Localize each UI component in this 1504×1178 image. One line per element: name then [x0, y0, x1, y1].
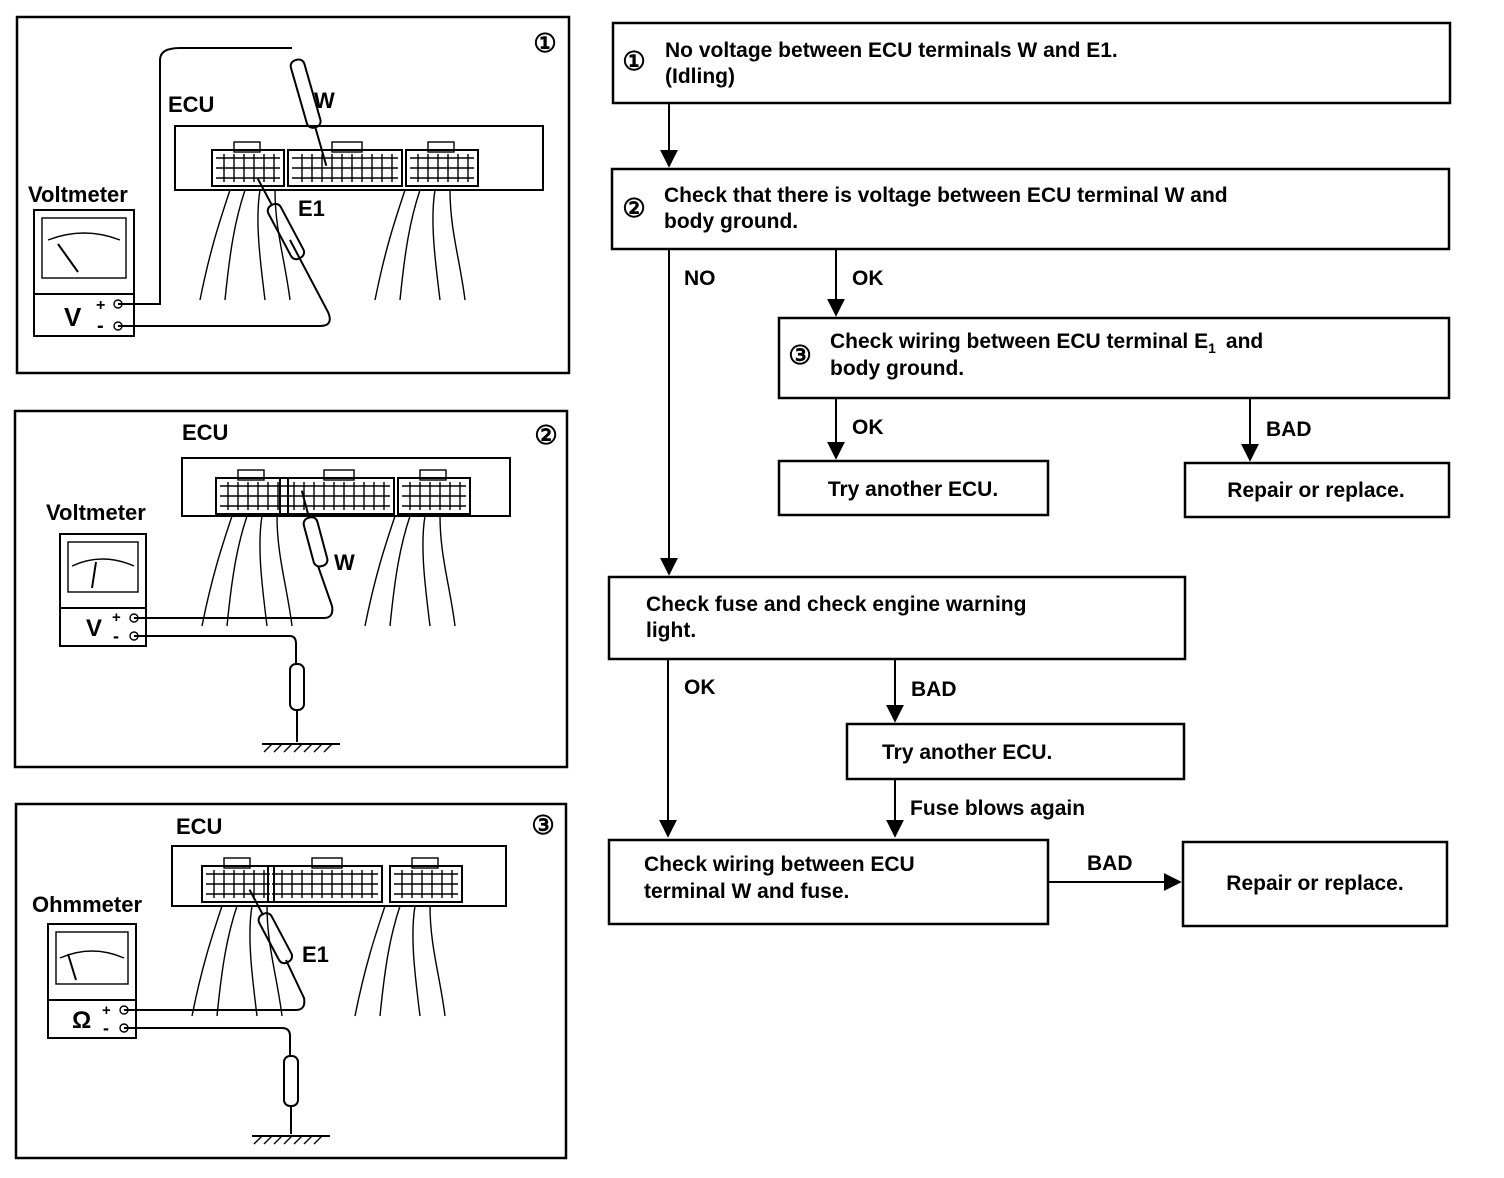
panel-3-number: ③	[531, 810, 554, 840]
panel-3-meter-symbol: Ω	[72, 1007, 91, 1034]
panel-2-plus-terminal	[129, 613, 139, 623]
flow-repair-2-text: Repair or replace.	[1226, 872, 1403, 895]
flow-step-1-line2: (Idling)	[665, 65, 735, 88]
flow-fuse-check-line2: light.	[646, 619, 696, 642]
flow-try-ecu-1: Try another ECU.	[777, 459, 1050, 517]
flow-wiring-check-line2: terminal W and fuse.	[644, 880, 849, 903]
panel-2-lead-minus	[134, 635, 297, 664]
panel-3-ohmmeter: Ω + -	[47, 923, 137, 1039]
panel-1-probe-e1	[256, 178, 306, 261]
flow-step-3-subscript: 1	[1208, 340, 1216, 356]
panel-1-probe-e1-label: E1	[298, 196, 325, 221]
panel-1-lead-minus	[118, 239, 331, 327]
panel-2-lead-plus	[134, 565, 334, 619]
panel-3-ohmmeter-e1-ground: ③ ECU E1 Ohmmeter Ω + -	[14, 802, 568, 1160]
panel-3-frame	[14, 802, 568, 1160]
flow-try-ecu-1-text: Try another ECU.	[828, 478, 998, 501]
panel-1-minus-sign: -	[97, 315, 104, 337]
flow-repair-2: Repair or replace.	[1181, 840, 1449, 928]
panel-1-ecu-unit	[174, 125, 544, 191]
panel-2-ground-probe	[262, 663, 340, 753]
flow-step-3-line1: Check wiring between ECU terminal E1 and	[830, 330, 1263, 356]
flow-step-2-line1: Check that there is voltage between ECU …	[664, 184, 1228, 207]
flow-wiring-check: Check wiring between ECU terminal W and …	[607, 838, 1050, 926]
label-bad-c: BAD	[1087, 852, 1133, 875]
flow-step-3-number: ③	[788, 340, 811, 370]
panel-2-voltmeter-w-ground: ② ECU W Voltmeter V + -	[13, 409, 569, 769]
panel-3-plus-terminal	[119, 1005, 129, 1015]
flow-try-ecu-2-text: Try another ECU.	[882, 741, 1052, 764]
flow-fuse-check-line1: Check fuse and check engine warning	[646, 593, 1026, 616]
flow-step-3: ③ Check wiring between ECU terminal E1 an…	[777, 316, 1451, 400]
flow-repair-1: Repair or replace.	[1183, 461, 1451, 519]
label-bad-a: BAD	[1266, 418, 1312, 441]
panel-3-minus-terminal	[119, 1023, 129, 1033]
panel-3-lead-plus	[124, 959, 306, 1011]
panel-1-meter-symbol: V	[64, 302, 82, 332]
panel-3-probe-e1-label: E1	[302, 942, 329, 967]
flow-step-3-line2: body ground.	[830, 357, 964, 380]
panel-2-minus-sign: -	[113, 626, 119, 646]
flowchart: ① No voltage between ECU terminals W and…	[607, 21, 1452, 928]
flow-step-2-line2: body ground.	[664, 210, 798, 233]
label-ok-c: OK	[684, 676, 716, 699]
panel-1-voltmeter: V + -	[33, 209, 135, 337]
panel-2-meter-label: Voltmeter	[46, 500, 146, 525]
panel-3-probe-e1	[248, 889, 294, 965]
flow-step-1-line1: No voltage between ECU terminals W and E…	[665, 39, 1118, 62]
label-fuse-blows: Fuse blows again	[910, 797, 1085, 820]
panel-1-lead-plus	[118, 47, 292, 305]
panel-3-meter-label: Ohmmeter	[32, 892, 142, 917]
flow-step-1-number: ①	[622, 46, 645, 76]
label-bad-b: BAD	[911, 678, 957, 701]
flow-repair-1-text: Repair or replace.	[1227, 479, 1404, 502]
panel-2-probe-w	[300, 490, 329, 568]
panel-3-lead-minus	[124, 1027, 291, 1056]
panel-2-plus-sign: +	[112, 609, 121, 626]
panel-1-minus-terminal	[113, 321, 123, 331]
panel-1-probe-w	[289, 58, 328, 167]
panel-3-ecu-unit	[171, 845, 507, 907]
flow-step-3-text: Check wiring between ECU terminal E	[830, 330, 1208, 353]
panel-1-plus-sign: +	[96, 297, 105, 314]
label-ok-a: OK	[852, 267, 884, 290]
flow-wiring-check-line1: Check wiring between ECU	[644, 853, 915, 876]
flow-step-2-number: ②	[622, 193, 645, 223]
panel-1-plus-terminal	[113, 299, 123, 309]
panel-2-ecu-unit	[181, 457, 511, 517]
panel-1-meter-label: Voltmeter	[28, 182, 128, 207]
panel-1-number: ①	[533, 28, 556, 58]
panel-2-number: ②	[534, 420, 557, 450]
panel-2-meter-symbol: V	[86, 615, 102, 642]
flow-step-3-and: and	[1226, 330, 1263, 353]
panel-1-voltmeter-w-e1: ① ECU W E1 Voltmeter V +	[15, 15, 571, 375]
panel-3-minus-sign: -	[103, 1018, 109, 1038]
panel-3-plus-sign: +	[102, 1002, 111, 1019]
panel-3-ecu-label: ECU	[176, 814, 222, 839]
panel-2-voltmeter: V + -	[59, 533, 147, 647]
panel-2-probe-w-label: W	[334, 550, 355, 575]
panel-1-probe-w-label: W	[314, 88, 335, 113]
label-ok-b: OK	[852, 416, 884, 439]
panel-2-minus-terminal	[129, 631, 139, 641]
label-no: NO	[684, 267, 716, 290]
flow-step-1: ① No voltage between ECU terminals W and…	[611, 21, 1452, 105]
panel-2-ecu-label: ECU	[182, 420, 228, 445]
flow-fuse-check: Check fuse and check engine warning ligh…	[607, 575, 1187, 661]
panel-1-ecu-label: ECU	[168, 92, 214, 117]
panel-3-ground-probe	[252, 1055, 330, 1145]
panel-2-frame	[13, 409, 569, 769]
flow-try-ecu-2: Try another ECU.	[845, 722, 1186, 781]
flow-step-2: ② Check that there is voltage between EC…	[610, 167, 1451, 251]
